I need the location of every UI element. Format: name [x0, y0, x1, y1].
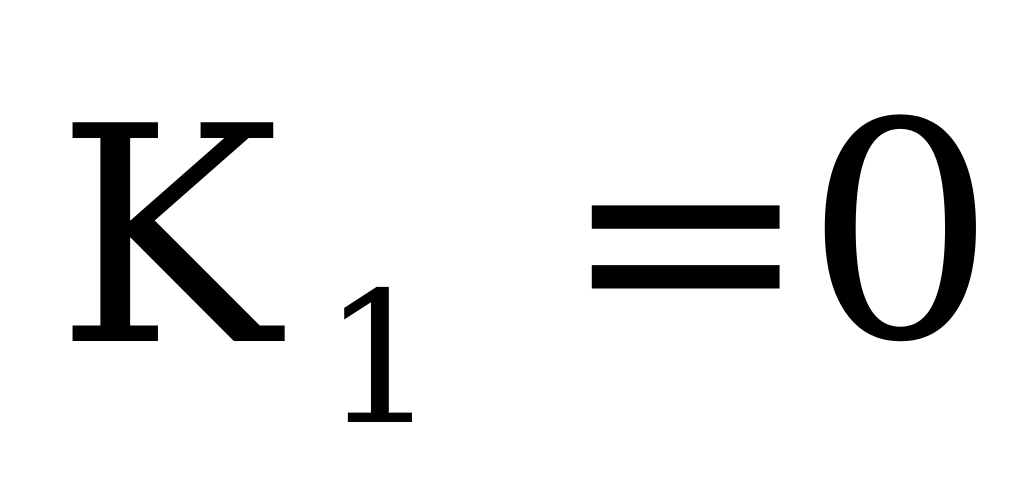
- equation-variable: K: [56, 63, 281, 412]
- equation-value: 0: [805, 59, 996, 408]
- equation-subscript: 1: [322, 253, 438, 465]
- equation-operator: =: [560, 63, 812, 412]
